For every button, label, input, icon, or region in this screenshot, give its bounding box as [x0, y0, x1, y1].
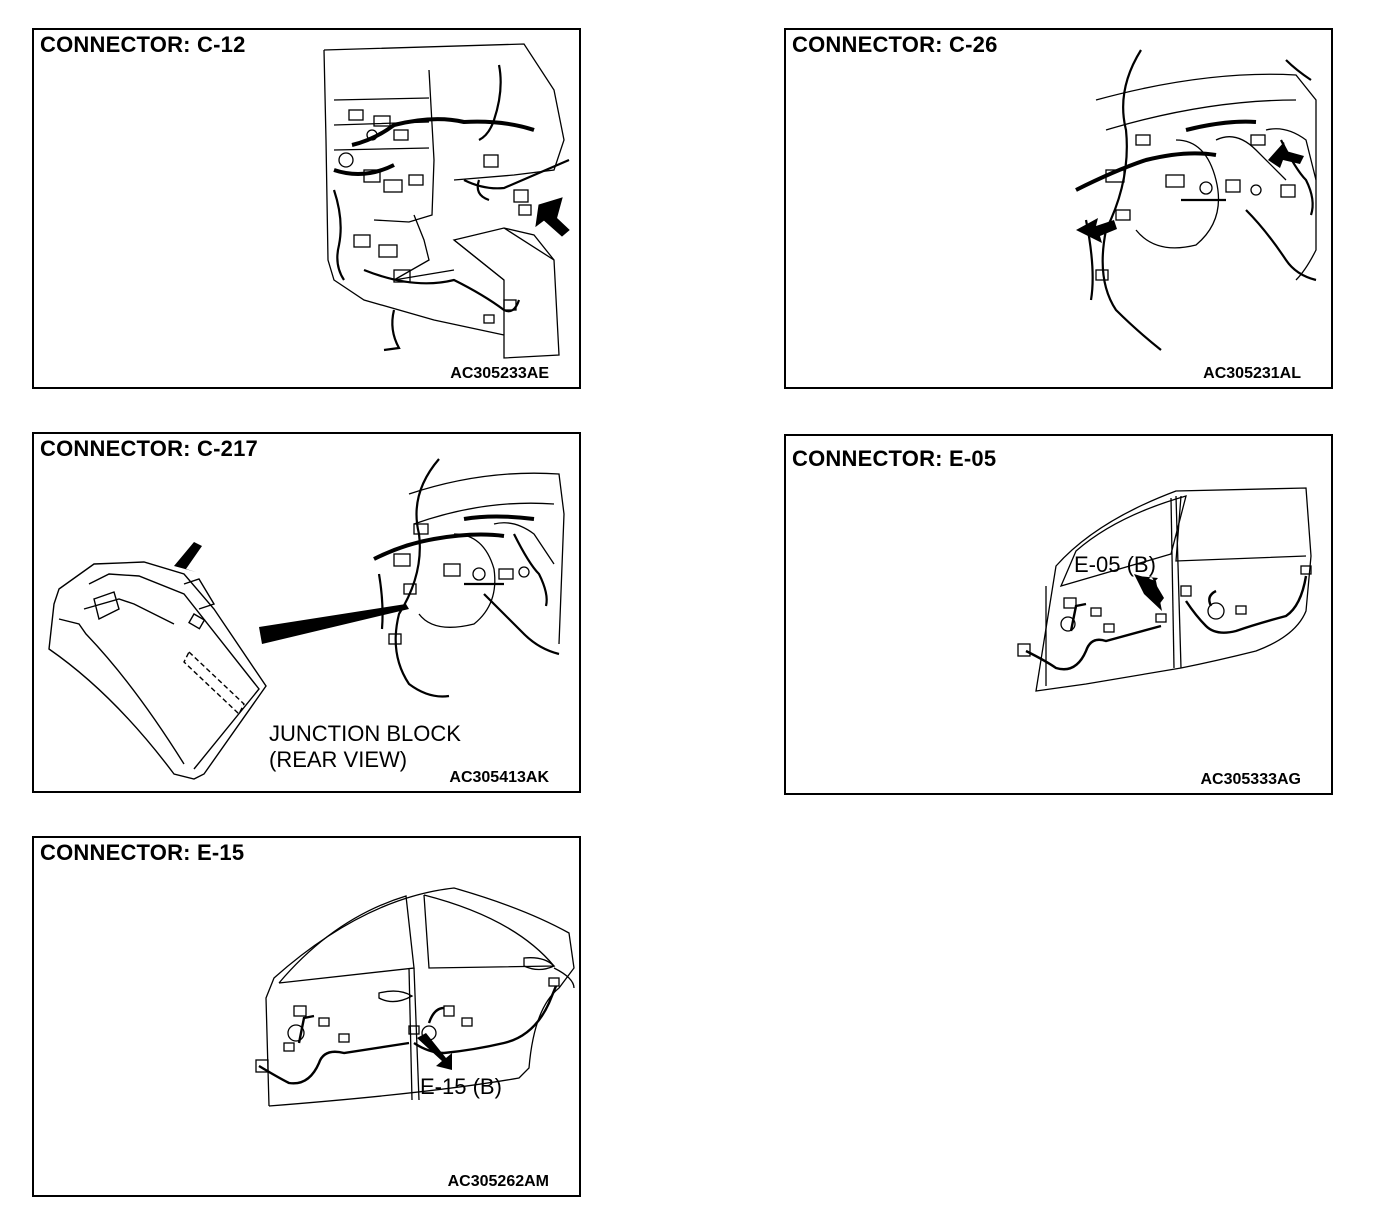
panel-connector-e05: CONNECTOR: E-05 AC305333AG E-05 (B)	[784, 434, 1333, 795]
figure-code: AC305413AK	[449, 769, 549, 786]
dashboard-harness-illustration	[1075, 49, 1317, 351]
figure-code: AC305262AM	[447, 1173, 549, 1190]
junction-block-label-line2: (REAR VIEW)	[269, 747, 408, 772]
panel-title: CONNECTOR: E-05	[792, 446, 997, 471]
panel-title: CONNECTOR: C-12	[40, 32, 246, 57]
panel-title: CONNECTOR: E-15	[40, 840, 245, 865]
junction-block-illustration	[48, 458, 565, 780]
panel-title: CONNECTOR: C-217	[40, 436, 258, 461]
arrow-icon	[174, 542, 202, 572]
leader-wedge	[259, 604, 409, 644]
figure-code: AC305333AG	[1200, 771, 1302, 788]
arrow-icon	[1268, 142, 1304, 168]
panel-connector-c217: CONNECTOR: C-217 AC305413AK JUNCTION BLO…	[32, 432, 581, 793]
dashboard-harness-illustration	[323, 43, 570, 359]
panel-connector-c12: CONNECTOR: C-12 AC305233AE	[32, 28, 581, 389]
figure-code: AC305233AE	[450, 365, 549, 382]
front-door-harness-illustration	[1017, 487, 1312, 692]
junction-block-label-line1: JUNCTION BLOCK	[269, 721, 461, 746]
arrow-icon	[417, 1033, 452, 1070]
arrow-icon	[535, 197, 570, 237]
figure-code: AC305231AL	[1203, 365, 1301, 382]
car-doors-harness-illustration	[255, 887, 575, 1107]
panel-connector-c26: CONNECTOR: C-26 AC305231AL	[784, 28, 1333, 389]
panel-connector-e15: CONNECTOR: E-15 AC305262AM E-15 (B)	[32, 836, 581, 1197]
panel-title: CONNECTOR: C-26	[792, 32, 998, 57]
arrow-icon	[1134, 574, 1162, 611]
connector-callout: E-05 (B)	[1074, 552, 1156, 577]
arrow-icon	[1076, 218, 1117, 243]
